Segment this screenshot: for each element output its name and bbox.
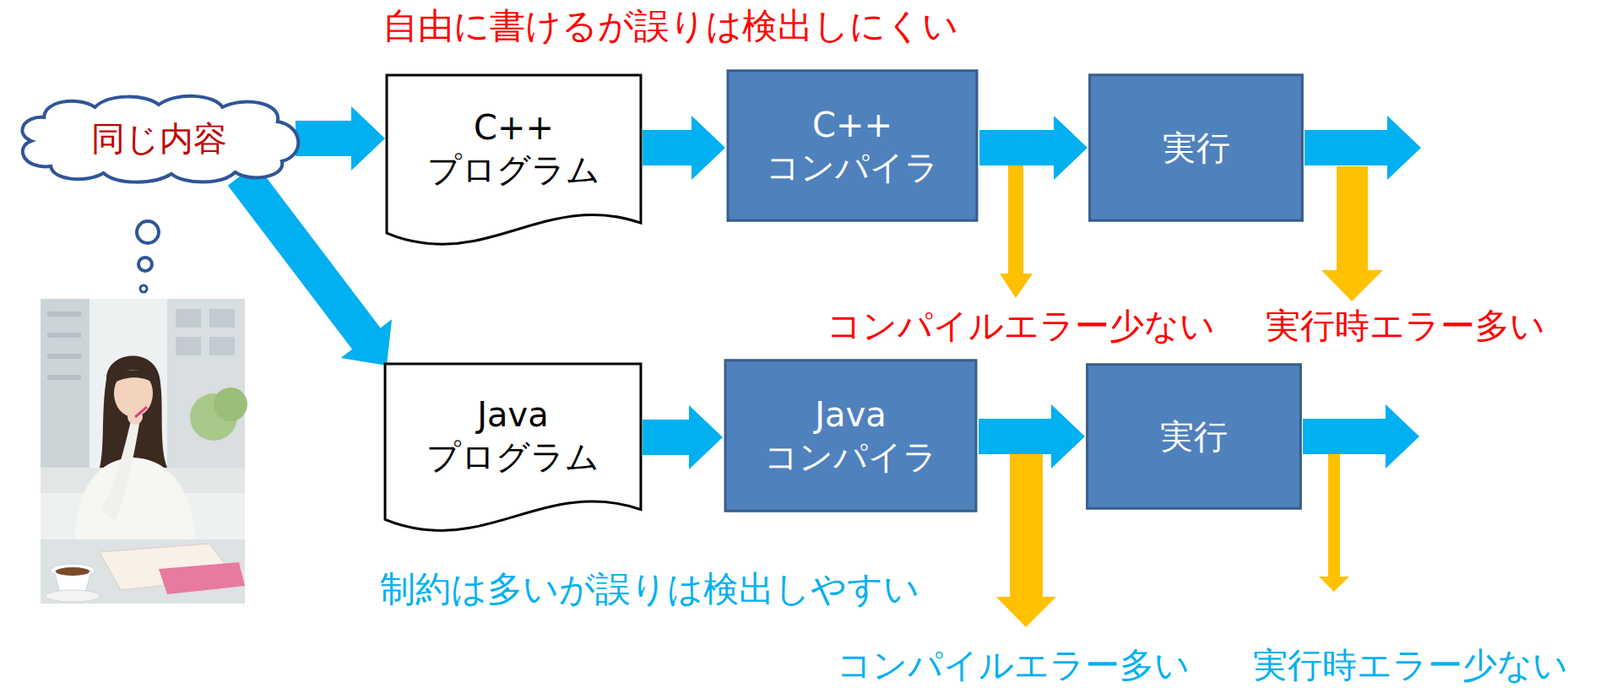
rect-path bbox=[1087, 364, 1302, 510]
thought-cloud: 同じ内容 bbox=[10, 92, 308, 185]
rect-path bbox=[725, 360, 977, 511]
flow-arrow bbox=[978, 404, 1085, 469]
output-arrow bbox=[1304, 115, 1422, 180]
output-arrow bbox=[1302, 404, 1420, 469]
flow-arrow bbox=[227, 163, 392, 366]
node-content: Java プログラム bbox=[383, 362, 643, 537]
node-content: 実行 bbox=[1084, 363, 1303, 510]
node-content: Java コンパイラ bbox=[722, 358, 979, 513]
node-content: 同じ内容 bbox=[10, 92, 308, 185]
doc-path bbox=[386, 75, 641, 245]
thought-bubble bbox=[136, 221, 159, 244]
node-label: Java プログラム bbox=[400, 393, 626, 478]
error-arrow bbox=[999, 164, 1033, 299]
doc-path bbox=[385, 363, 641, 531]
annotation-text: コンパイルエラー少ない bbox=[826, 307, 1215, 346]
error-arrow bbox=[996, 453, 1057, 628]
process-box: 実行 bbox=[1087, 73, 1305, 223]
rect-path bbox=[727, 70, 977, 221]
rect-path bbox=[1090, 75, 1303, 221]
annotation-text: 実行時エラー少ない bbox=[1252, 646, 1568, 685]
annotation-text: 実行時エラー多い bbox=[1265, 307, 1546, 346]
rect-outline bbox=[725, 69, 980, 223]
student-photo bbox=[40, 298, 248, 604]
thought-bubble bbox=[138, 257, 152, 272]
node-label: C++ コンパイラ bbox=[738, 103, 966, 189]
node-label: C++ プログラム bbox=[401, 106, 626, 191]
annotation-text: 自由に書けるが誤りは検出しにくい bbox=[382, 6, 959, 46]
error-arrow bbox=[1321, 166, 1384, 302]
process-box: C++ コンパイラ bbox=[725, 69, 980, 223]
node-content: C++ プログラム bbox=[385, 73, 643, 250]
document-shape: Java プログラム bbox=[383, 362, 643, 537]
cloud-path bbox=[21, 96, 299, 183]
annotation-text: コンパイルエラー多い bbox=[836, 646, 1190, 685]
error-arrow bbox=[1318, 454, 1350, 592]
node-label: 同じ内容 bbox=[91, 117, 228, 160]
node-content: C++ コンパイラ bbox=[725, 69, 980, 223]
flow-arrow bbox=[979, 115, 1088, 180]
document-shape: C++ プログラム bbox=[385, 73, 643, 250]
rect-outline bbox=[722, 358, 979, 513]
process-box: 実行 bbox=[1084, 363, 1303, 510]
annotation-text: 制約は多いが誤りは検出しやすい bbox=[379, 569, 920, 609]
flow-arrow bbox=[642, 115, 726, 180]
node-label: 実行 bbox=[1162, 126, 1231, 169]
thought-bubble bbox=[140, 285, 147, 293]
node-label: Java コンパイラ bbox=[736, 393, 966, 478]
node-content: 実行 bbox=[1087, 73, 1305, 223]
flow-arrow bbox=[642, 405, 723, 470]
node-label: 実行 bbox=[1160, 415, 1228, 458]
flow-arrow bbox=[295, 106, 386, 171]
process-box: Java コンパイラ bbox=[722, 358, 979, 513]
